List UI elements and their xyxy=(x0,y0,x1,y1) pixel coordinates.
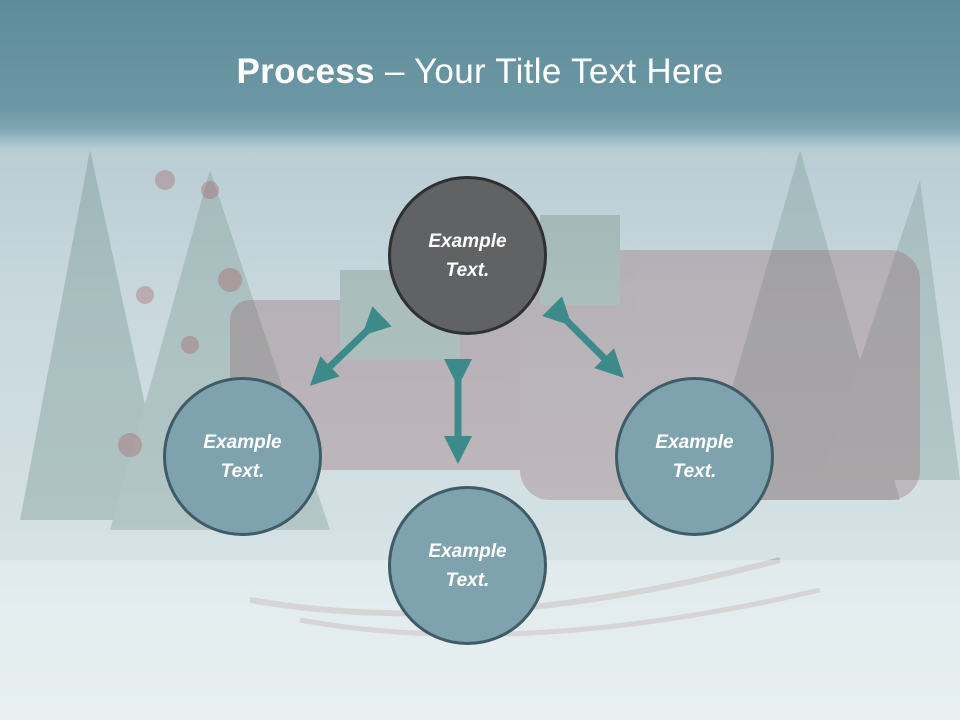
node-top-line1: Example xyxy=(428,230,507,252)
title-rest: – Your Title Text Here xyxy=(374,52,724,91)
node-top-line2: Text. xyxy=(445,259,490,281)
node-top-circle: Example Text. xyxy=(388,176,547,335)
node-left-circle: Example Text. xyxy=(163,377,322,536)
slide-title: Process – Your Title Text Here xyxy=(0,52,960,92)
node-right-line2: Text. xyxy=(672,460,717,482)
node-left-line2: Text. xyxy=(220,460,265,482)
node-right-line1: Example xyxy=(655,431,734,453)
title-bar: Process – Your Title Text Here xyxy=(0,0,960,140)
title-strong: Process xyxy=(236,52,375,91)
node-left-line1: Example xyxy=(203,431,282,453)
node-bottom-line1: Example xyxy=(428,540,507,562)
node-right-circle: Example Text. xyxy=(615,377,774,536)
node-bottom-line2: Text. xyxy=(445,569,490,591)
arrow-top-left xyxy=(309,306,392,386)
node-bottom-circle: Example Text. xyxy=(388,486,547,645)
arrow-top-right xyxy=(542,296,624,378)
